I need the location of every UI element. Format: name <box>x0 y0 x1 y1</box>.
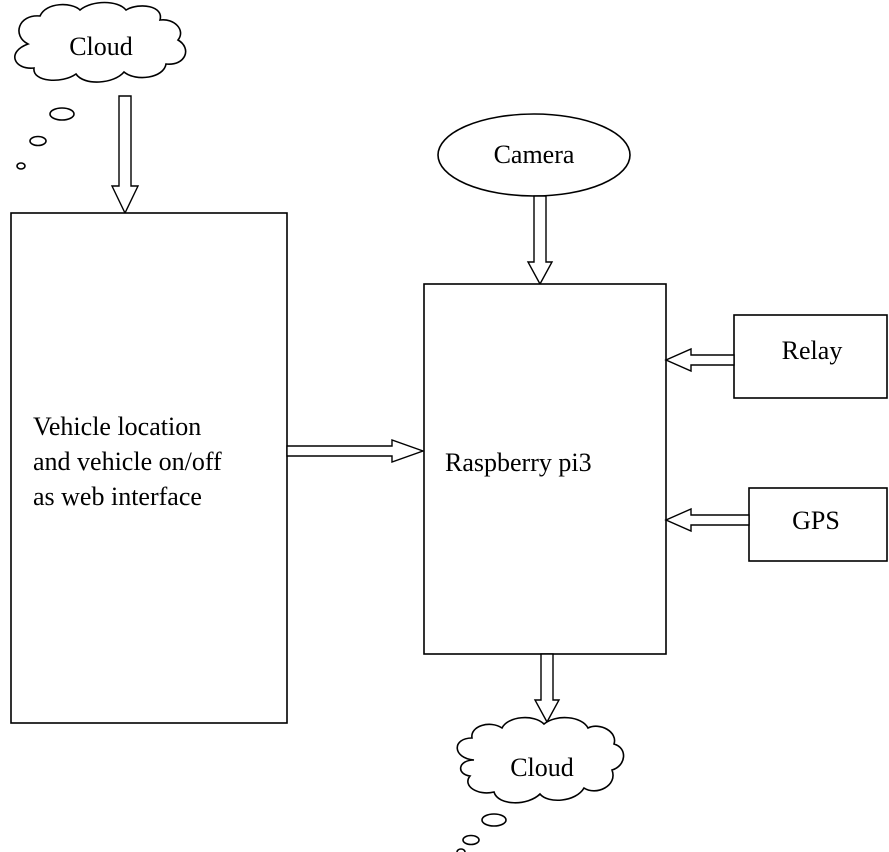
camera-block: Camera <box>437 113 631 197</box>
cloud-bottom-label: Cloud <box>510 753 574 782</box>
cloud-bottom-bubble-large <box>481 813 507 827</box>
arrow-relay-to-raspberry <box>664 347 735 373</box>
raspberry-block: Raspberry pi3 <box>423 283 667 655</box>
relay-label: Relay <box>782 336 843 365</box>
web-interface-label-line3: as web interface <box>33 482 202 511</box>
web-interface-box <box>10 212 288 724</box>
arrow-web-interface-to-raspberry <box>286 439 426 463</box>
arrow-cloud-to-web-interface <box>110 95 140 215</box>
relay-block: Relay <box>733 314 888 399</box>
gps-block: GPS <box>748 487 888 562</box>
web-interface-block: Vehicle location and vehicle on/off as w… <box>10 212 288 724</box>
cloud-top-label: Cloud <box>69 32 133 61</box>
cloud-bottom-shape <box>456 716 625 804</box>
raspberry-label: Raspberry pi3 <box>445 448 592 477</box>
camera-label: Camera <box>494 140 575 169</box>
cloud-top-shape <box>14 1 187 83</box>
arrow-camera-to-raspberry <box>526 195 554 286</box>
cloud-top: Cloud <box>14 1 187 170</box>
cloud-bottom: Cloud <box>456 716 625 852</box>
web-interface-label-line2: and vehicle on/off <box>33 447 222 476</box>
cloud-bottom-bubble-small <box>456 848 466 852</box>
web-interface-label-line1: Vehicle location <box>33 412 201 441</box>
cloud-top-bubble-large <box>49 107 75 121</box>
cloud-top-bubble-small <box>16 162 26 170</box>
raspberry-box <box>423 283 667 655</box>
cloud-top-bubble-medium <box>29 135 47 147</box>
arrow-raspberry-to-cloud <box>533 653 561 724</box>
gps-label: GPS <box>792 506 840 535</box>
arrow-gps-to-raspberry <box>664 507 750 533</box>
cloud-bottom-bubble-medium <box>462 834 480 846</box>
